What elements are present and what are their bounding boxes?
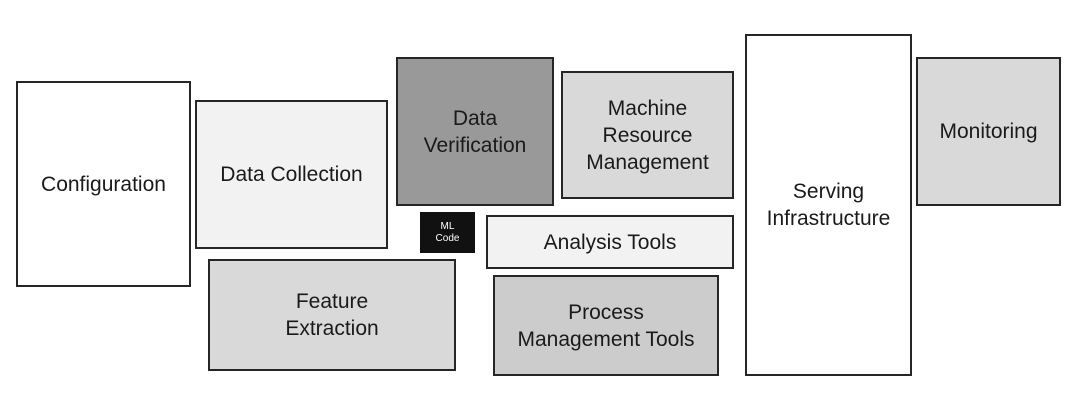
analysis-tools-box: Analysis Tools	[486, 215, 734, 269]
monitoring-box: Monitoring	[916, 57, 1061, 206]
process-management-tools-label-line-2: Management Tools	[517, 327, 695, 351]
data-collection-label-line: Data Collection	[220, 163, 363, 186]
data-verification-label-line-1: Data	[452, 106, 498, 130]
serving-infrastructure-label-line-1: Serving	[792, 180, 865, 203]
ml-code-label-line-1: ML	[440, 220, 455, 232]
process-management-tools-box: Process Management Tools	[493, 275, 719, 376]
feature-extraction-label-line-2: Extraction	[285, 317, 379, 340]
feature-extraction-box: Feature Extraction	[208, 259, 456, 371]
data-verification-label: Data Verification	[424, 105, 527, 159]
analysis-tools-label: Analysis Tools	[544, 229, 677, 256]
configuration-box: Configuration	[16, 81, 191, 287]
serving-infrastructure-label: Serving Infrastructure	[767, 178, 891, 232]
analysis-tools-label-line: Analysis Tools	[543, 230, 677, 254]
configuration-label: Configuration	[41, 171, 166, 198]
feature-extraction-label: Feature Extraction	[285, 288, 378, 342]
monitoring-label: Monitoring	[939, 118, 1037, 145]
ml-code-box: ML Code	[420, 212, 475, 253]
machine-resource-management-label-line-2: Resource	[602, 123, 693, 147]
data-collection-box: Data Collection	[195, 100, 388, 249]
ml-code-label-line-2: Code	[435, 232, 460, 244]
machine-resource-management-label: Machine Resource Management	[586, 95, 709, 176]
data-verification-label-line-2: Verification	[423, 133, 527, 157]
serving-infrastructure-box: Serving Infrastructure	[745, 34, 912, 376]
serving-infrastructure-label-line-2: Infrastructure	[766, 207, 891, 230]
data-collection-label: Data Collection	[220, 161, 362, 188]
ml-code-label: ML Code	[436, 221, 460, 245]
configuration-label-line: Configuration	[41, 172, 166, 196]
machine-resource-management-box: Machine Resource Management	[561, 71, 734, 199]
monitoring-label-line: Monitoring	[939, 120, 1038, 143]
process-management-tools-label: Process Management Tools	[517, 299, 694, 353]
machine-resource-management-label-line-3: Management	[586, 150, 709, 174]
feature-extraction-label-line-1: Feature	[295, 290, 369, 313]
process-management-tools-label-line-1: Process	[568, 300, 644, 324]
machine-resource-management-label-line-1: Machine	[607, 96, 688, 120]
data-verification-box: Data Verification	[396, 57, 554, 206]
